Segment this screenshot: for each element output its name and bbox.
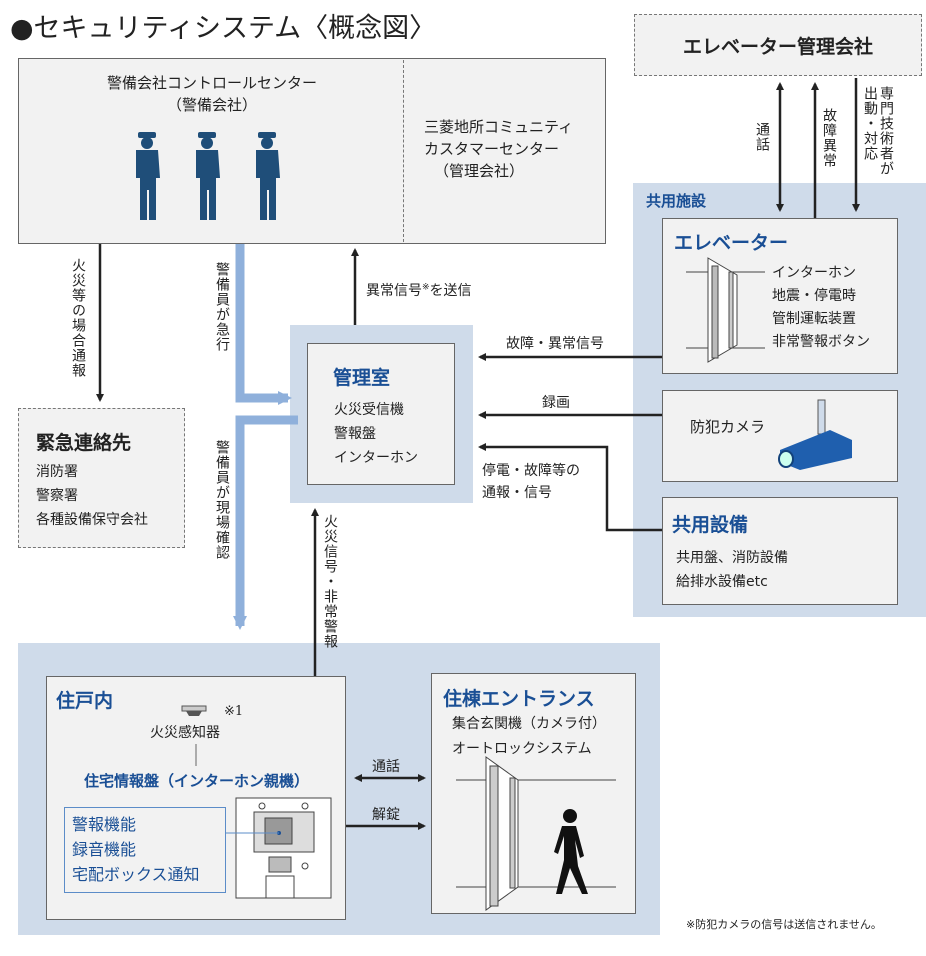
label-recording: 録画 [542,395,570,411]
equipment-items: 共用盤、消防設備 給排水設備etc [676,546,788,594]
security-center-sub: （警備会社） [166,96,257,114]
entrance-line: 集合玄関機（カメラ付） [452,716,606,732]
page-title: ●セキュリティシステム〈概念図〉 [10,13,437,44]
community-line2: カスタマーセンター [424,140,560,158]
label-abnormal-signal: 異常信号※を送信 [366,280,472,300]
label-outage: 停電・故障等の通報・信号 [482,460,580,504]
label-unlock: 解錠 [372,807,400,823]
security-center-box [18,58,606,244]
abnormal-note: ※ [422,282,430,293]
function-item: 録音機能 [72,840,137,859]
camera-title: 防犯カメラ [690,418,766,436]
elevator-title: エレベーター [674,232,789,254]
elevator-item: 地震・停電時 [772,288,856,304]
abnormal-send-text: を送信 [429,283,472,299]
security-center-name: 警備会社コントロールセンター [106,74,317,92]
label-fire-report: 火災等の場合通報 [70,258,86,378]
equipment-item: 共用盤、消防設備 [676,550,788,566]
functions-list: 警報機能 録音機能 宅配ボックス通知 [72,812,200,887]
emergency-item: 消防署 [36,464,78,480]
label-elevator-call: 通話 [754,122,770,152]
functions-box [64,807,226,893]
outage-line2: 通報・信号 [482,485,552,501]
entrance-lines: 集合玄関機（カメラ付） オートロックシステム [452,712,606,762]
equipment-title: 共用設備 [672,514,749,536]
equipment-box [662,497,898,605]
elevator-item: インターホン [772,265,856,281]
emergency-box [18,408,185,548]
management-room-items: 火災受信機 警報盤 インターホン [334,398,418,470]
community-text: 三菱地所コミュニティカスタマーセンター （管理会社） [424,116,573,182]
detector-note: ※1 [224,704,244,719]
label-fault-signal: 故障・異常信号 [506,336,604,352]
footnote: ※防犯カメラの信号は送信されません。 [686,918,882,931]
entrance-title: 住棟エントランス [443,688,595,710]
management-room-box [307,343,455,485]
emergency-items: 消防署 警察署 各種設備保守会社 [36,460,148,532]
entrance-box [431,673,636,914]
management-item: 警報盤 [334,426,376,442]
outage-line1: 停電・故障等の [482,463,580,479]
label-elevator-dispatch: 専門技術者が出動・対応 [862,86,894,176]
label-call: 通話 [372,759,400,775]
equipment-item: 給排水設備etc [676,574,768,590]
elevator-company-title: エレベーター管理会社 [682,36,873,58]
elevator-item: 非常警報ボタン [772,334,870,350]
community-line3: （管理会社） [434,162,525,180]
function-item: 警報機能 [72,815,137,834]
emergency-item: 警察署 [36,488,78,504]
label-fire-signal: 火災信号・非常警報 [322,514,338,649]
label-guard-rush: 警備員が急行 [214,262,230,352]
label-elevator-fault: 故障異常 [821,108,837,168]
label-guard-check: 警備員が現場確認 [214,440,230,560]
guard-icon [136,132,280,220]
elevator-item: 管制運転装置 [772,311,856,327]
management-room-title: 管理室 [333,367,391,389]
panel-label: 住宅情報盤（インターホン親機） [84,772,310,790]
dwelling-title: 住戸内 [56,690,114,712]
function-item: 宅配ボックス通知 [72,865,200,884]
common-facilities-title: 共用施設 [646,192,707,210]
emergency-title: 緊急連絡先 [36,432,132,454]
abnormal-signal-text: 異常信号 [366,283,422,299]
elevator-items: インターホン 地震・停電時 管制運転装置 非常警報ボタン [772,262,870,354]
management-item: インターホン [334,450,418,466]
detector-label: 火災感知器 [150,725,220,741]
security-center-title: 警備会社コントロールセンター （警備会社） [20,72,404,116]
management-item: 火災受信機 [334,402,404,418]
guard-route [235,244,292,405]
elevator-company-box [634,14,922,76]
emergency-item: 各種設備保守会社 [36,512,148,528]
community-line1: 三菱地所コミュニティ [424,118,574,136]
divider [403,60,404,242]
entrance-line: オートロックシステム [452,741,592,757]
